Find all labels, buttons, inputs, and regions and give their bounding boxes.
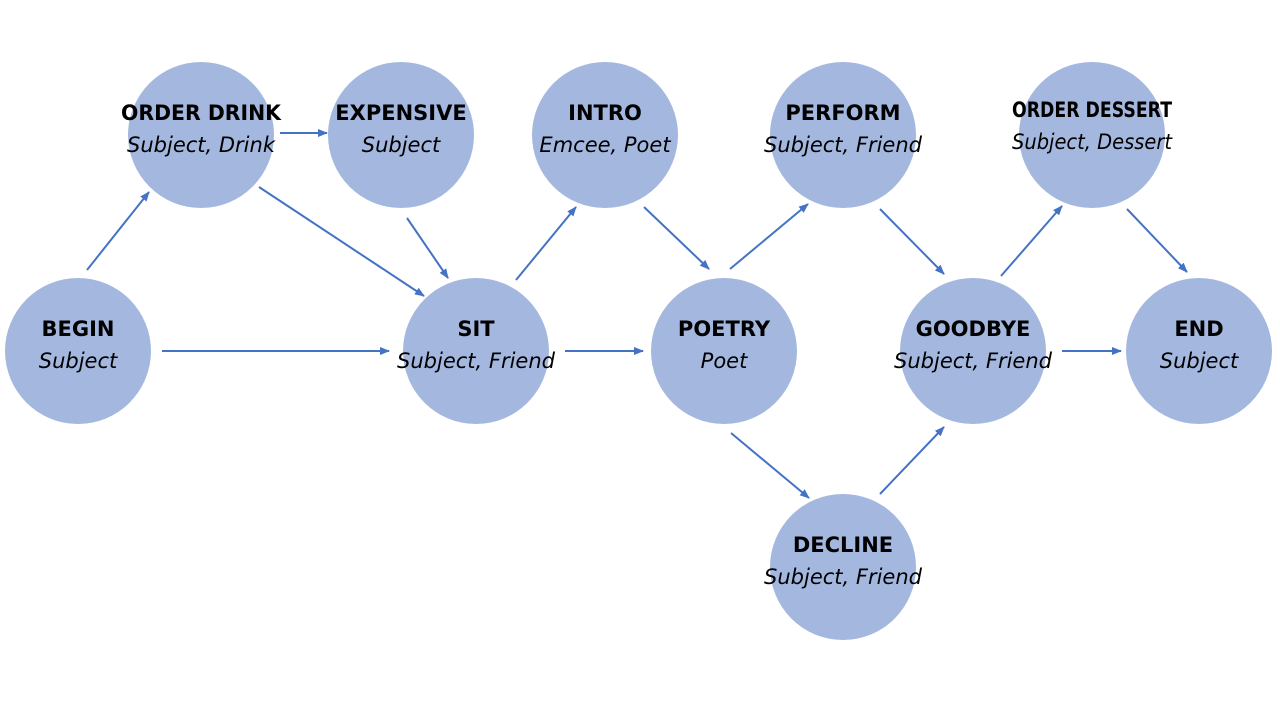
edge-decline-to-goodbye: [879, 426, 945, 495]
node-circle: [128, 62, 274, 208]
node-circle: [403, 278, 549, 424]
node-intro: INTRO Emcee, Poet: [532, 62, 678, 208]
node-title: GOODBYE: [916, 317, 1031, 341]
edge-order-dessert-to-end: [1126, 208, 1188, 273]
node-roles: Subject, Friend: [894, 349, 1053, 373]
node-title: DECLINE: [793, 533, 893, 557]
node-circle: [1126, 278, 1272, 424]
node-title: INTRO: [568, 101, 642, 125]
node-roles: Poet: [701, 349, 748, 373]
edge-perform-to-goodbye: [879, 208, 945, 275]
node-end: END Subject: [1126, 278, 1272, 424]
node-roles: Subject, Dessert: [1012, 130, 1173, 154]
node-poetry: POETRY Poet: [651, 278, 797, 424]
edges: [86, 129, 1188, 499]
node-title: SIT: [457, 317, 495, 341]
node-title: EXPENSIVE: [335, 101, 466, 125]
node-roles: Subject, Friend: [764, 565, 923, 589]
edge-poetry-to-decline: [730, 432, 810, 499]
node-begin: BEGIN Subject: [5, 278, 151, 424]
node-circle: [770, 62, 916, 208]
node-circle: [651, 278, 797, 424]
node-roles: Subject: [39, 349, 118, 373]
node-circle: [900, 278, 1046, 424]
node-title: END: [1174, 317, 1223, 341]
node-roles: Subject: [1160, 349, 1239, 373]
node-goodbye: GOODBYE Subject, Friend: [894, 278, 1053, 424]
edge-expensive-to-sit: [406, 217, 449, 279]
node-roles: Subject, Friend: [764, 133, 923, 157]
node-title: BEGIN: [42, 317, 115, 341]
node-order-drink: ORDER DRINK Subject, Drink: [121, 62, 282, 208]
node-circle: [1019, 62, 1165, 208]
node-roles: Subject: [362, 133, 441, 157]
node-circle: [328, 62, 474, 208]
node-decline: DECLINE Subject, Friend: [764, 494, 923, 640]
node-title: ORDER DRINK: [121, 101, 282, 125]
node-roles: Emcee, Poet: [539, 133, 671, 157]
nodes: BEGIN Subject ORDER DRINK Subject, Drink…: [5, 62, 1272, 640]
edge-poetry-to-perform: [729, 203, 809, 270]
node-title: ORDER DESSERT: [1012, 98, 1173, 122]
edge-goodbye-to-order-dessert: [1000, 205, 1063, 277]
edge-intro-to-poetry: [643, 206, 710, 270]
node-circle: [5, 278, 151, 424]
node-circle: [532, 62, 678, 208]
node-roles: Subject, Friend: [397, 349, 556, 373]
edge-sit-to-intro: [515, 206, 577, 281]
node-roles: Subject, Drink: [127, 133, 276, 157]
node-order-dessert: ORDER DESSERT Subject, Dessert: [1012, 62, 1173, 208]
edge-begin-to-order-drink: [86, 191, 150, 271]
edge-order-drink-to-sit: [258, 186, 425, 297]
node-circle: [770, 494, 916, 640]
node-title: PERFORM: [785, 101, 900, 125]
node-sit: SIT Subject, Friend: [397, 278, 556, 424]
node-perform: PERFORM Subject, Friend: [764, 62, 923, 208]
node-expensive: EXPENSIVE Subject: [328, 62, 474, 208]
node-title: POETRY: [678, 317, 771, 341]
